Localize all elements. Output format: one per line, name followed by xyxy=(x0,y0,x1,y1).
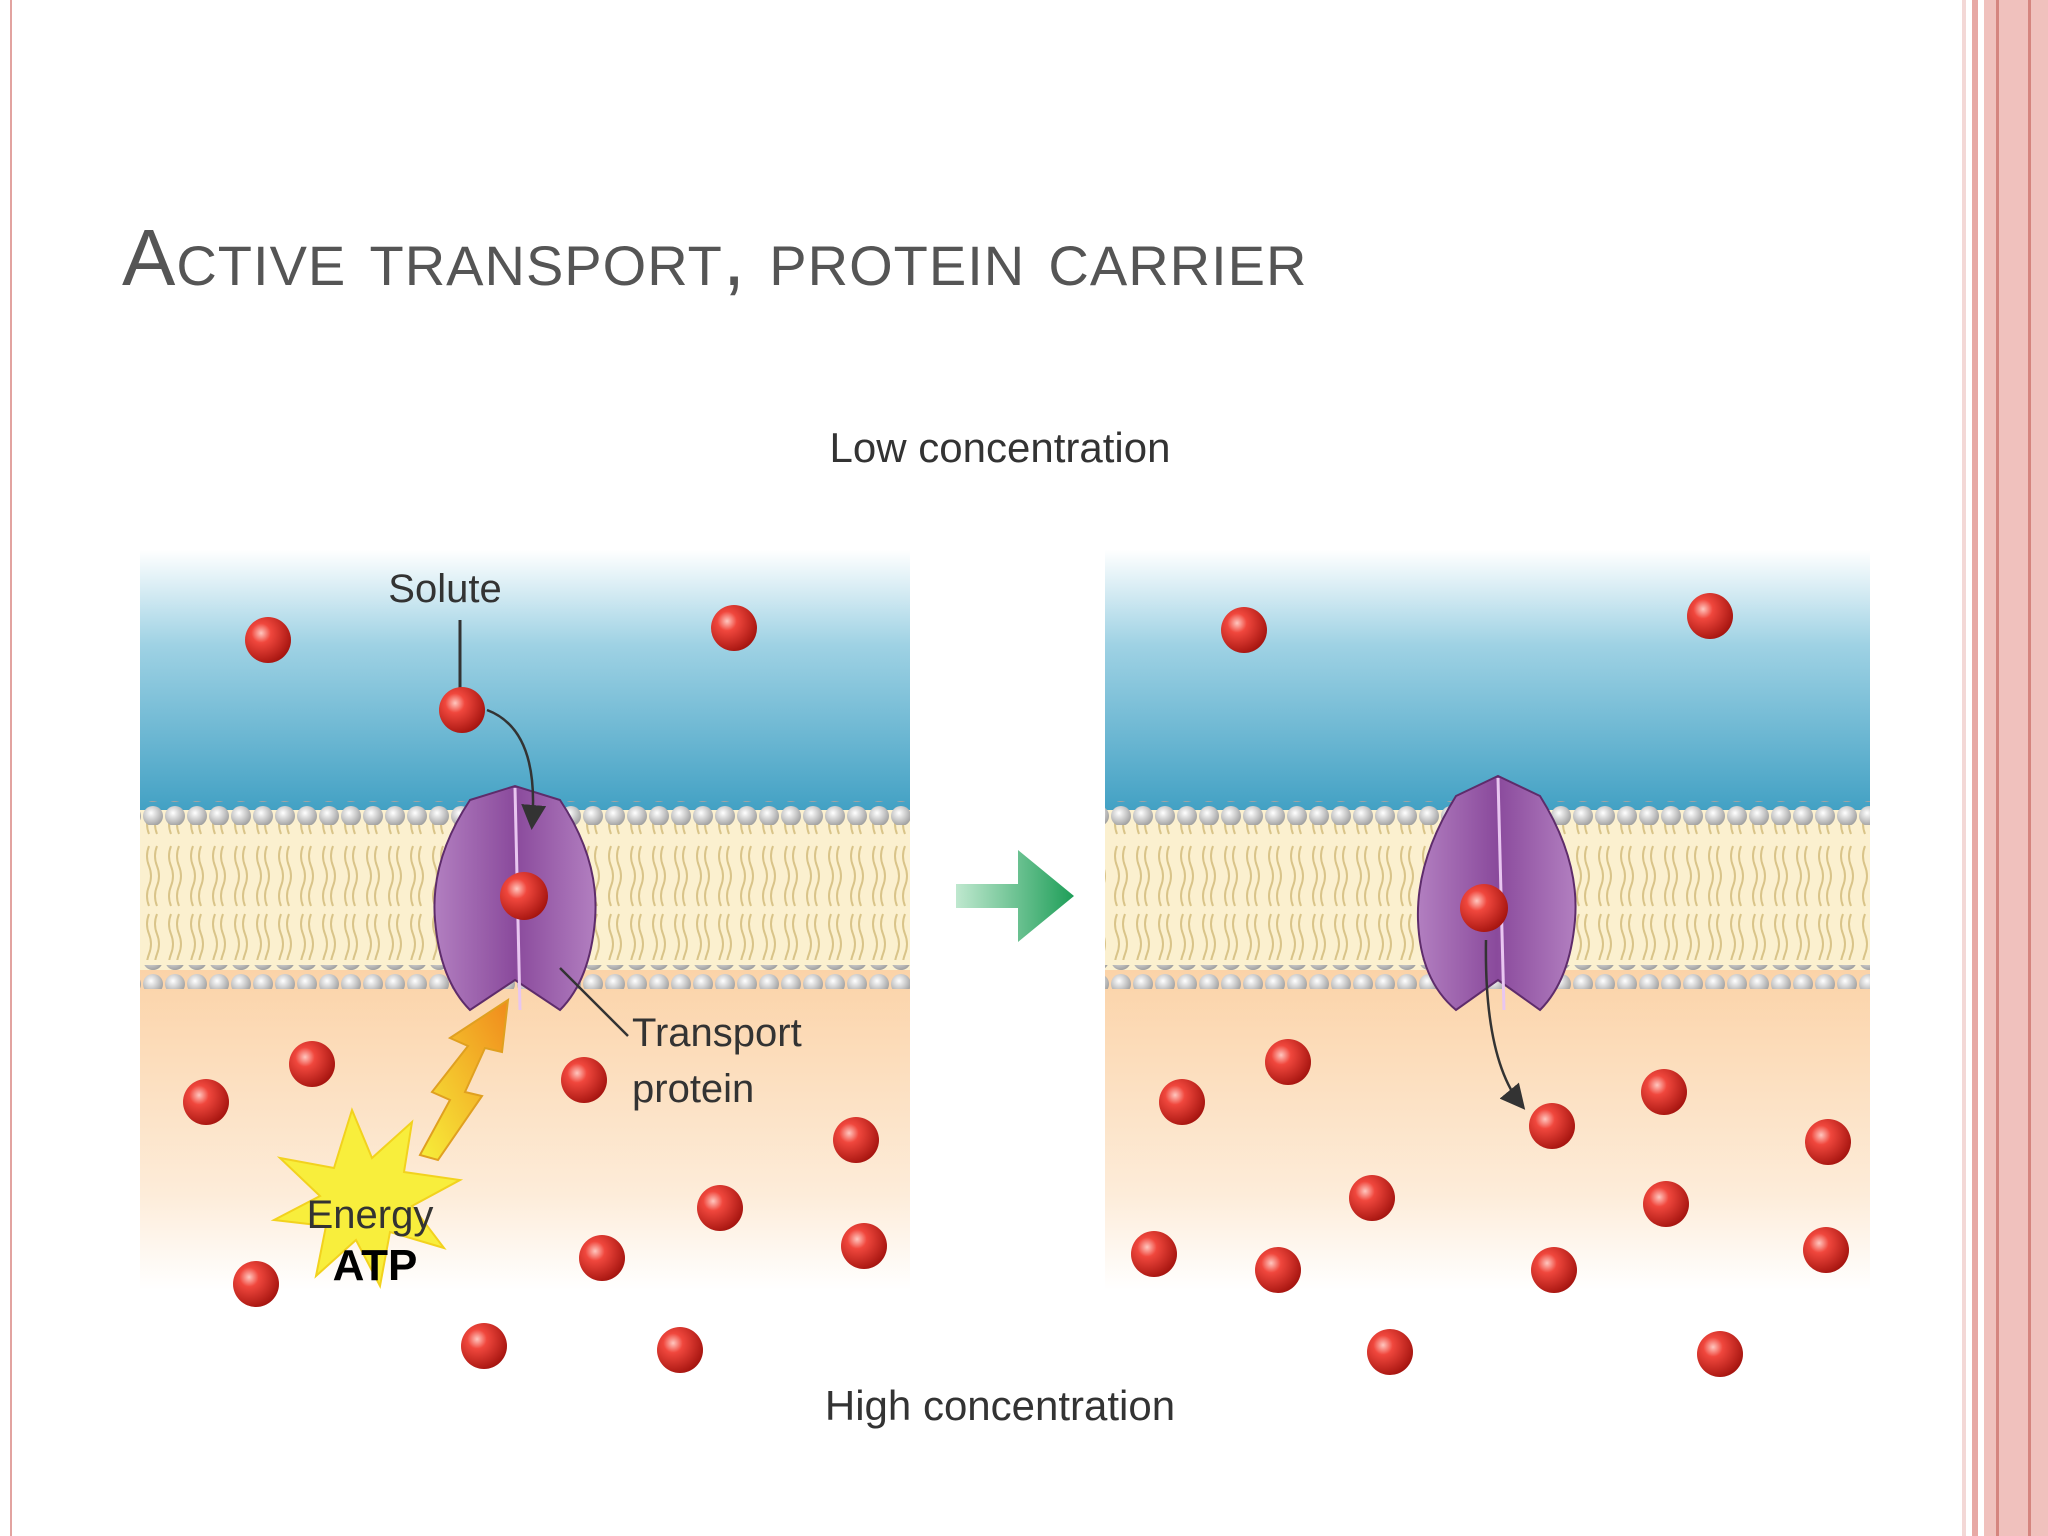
high-concentration-label: High concentration xyxy=(825,1382,1175,1429)
solute-label: Solute xyxy=(388,567,501,611)
slide-frame-left xyxy=(10,0,12,1536)
panel-after xyxy=(1105,550,1870,1377)
low-concentration-label: Low concentration xyxy=(830,424,1171,471)
slide-frame-right-line xyxy=(1996,0,1999,1536)
slide-title: Active transport, protein carrier xyxy=(122,213,1308,302)
process-arrow-icon xyxy=(956,850,1074,942)
transport-protein xyxy=(433,784,597,1012)
slide-frame-right-band xyxy=(1962,0,2048,1536)
transport-protein-label-line1: Transport xyxy=(632,1011,802,1055)
solute-particles-left xyxy=(183,605,887,1373)
solute-particles-right xyxy=(1131,593,1851,1377)
energy-label: Energy xyxy=(307,1193,434,1237)
energy-bolt-icon xyxy=(418,997,510,1162)
solute-particle xyxy=(500,872,548,920)
active-transport-diagram: Low concentration Solute Transport prote… xyxy=(120,420,1900,1440)
slide-frame-right-line-outer xyxy=(2028,0,2031,1536)
transport-protein-after xyxy=(1416,774,1577,1012)
panel-before: Solute Transport protein Energy ATP xyxy=(140,550,910,1373)
atp-label: ATP xyxy=(333,1241,418,1290)
energy-burst-icon xyxy=(270,1107,464,1290)
transport-protein-label-line2: protein xyxy=(632,1067,754,1111)
